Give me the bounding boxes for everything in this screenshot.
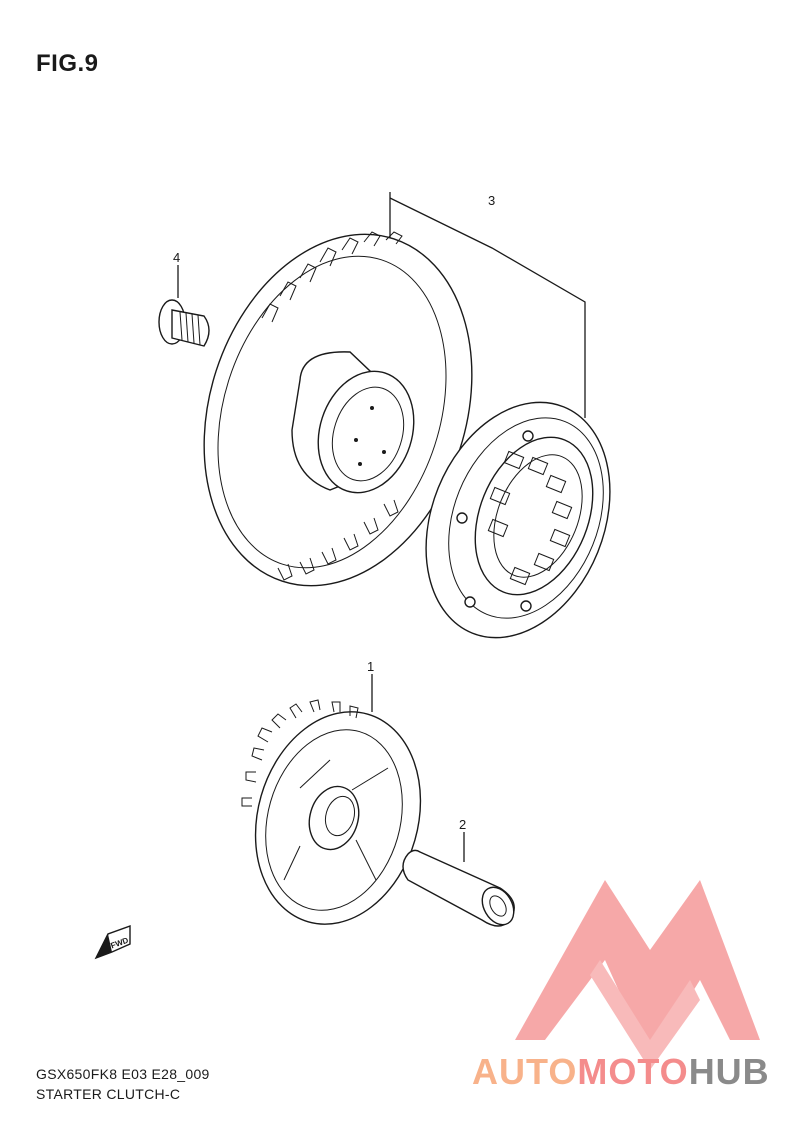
callout-4: 4 bbox=[173, 250, 180, 265]
footer: GSX650FK8 E03 E28_009 STARTER CLUTCH-C bbox=[36, 1064, 210, 1104]
callout-2: 2 bbox=[459, 817, 466, 832]
one-way-clutch bbox=[425, 401, 611, 639]
watermark-hub: HUB bbox=[688, 1051, 770, 1092]
watermark-moto: MOTO bbox=[577, 1051, 689, 1092]
figure-title: FIG.9 bbox=[36, 50, 99, 77]
idle-gear bbox=[241, 699, 422, 925]
logo-mark-icon bbox=[515, 880, 760, 1070]
watermark-text: AUTOMOTOHUB bbox=[472, 1051, 770, 1093]
diagram-name: STARTER CLUTCH-C bbox=[36, 1086, 181, 1102]
large-gear bbox=[203, 231, 473, 587]
fwd-arrow-icon: FWD bbox=[94, 925, 131, 960]
callout-1: 1 bbox=[367, 659, 374, 674]
watermark-auto: AUTO bbox=[472, 1051, 578, 1092]
diagram-code: GSX650FK8 E03 E28_009 bbox=[36, 1066, 210, 1082]
bolt-icon bbox=[158, 299, 210, 347]
shaft bbox=[402, 849, 515, 927]
callout-3: 3 bbox=[488, 193, 495, 208]
